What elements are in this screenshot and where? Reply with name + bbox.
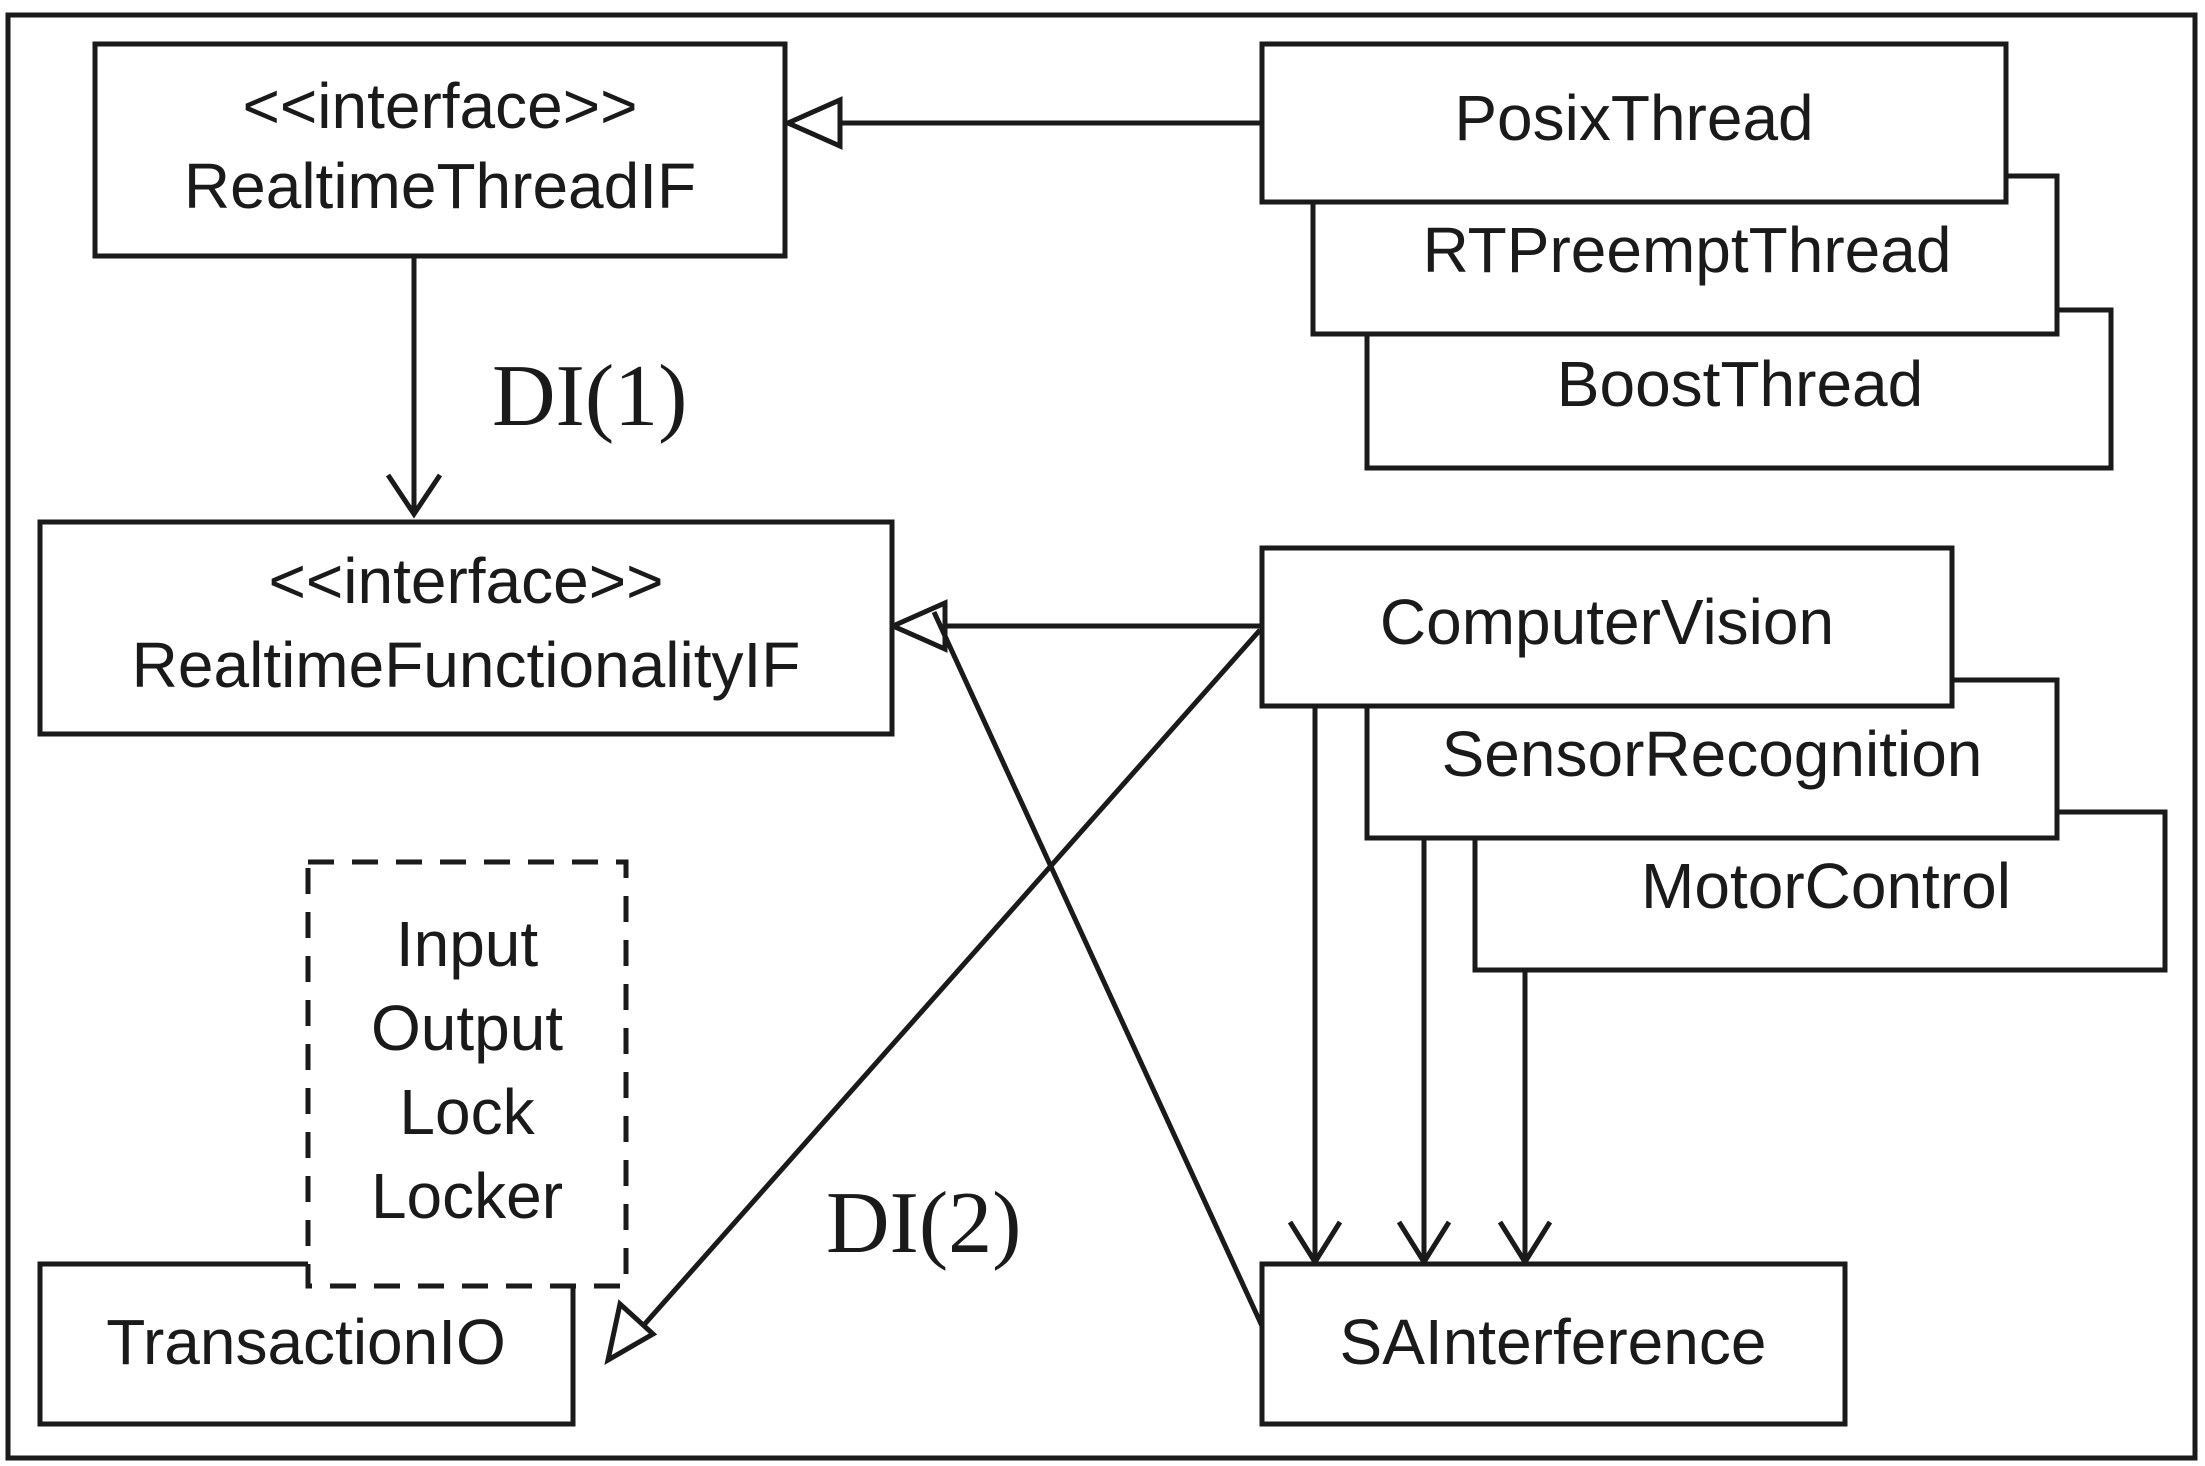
hollow-arrowhead-icon xyxy=(886,599,948,653)
class-name-label: PosixThread xyxy=(1454,82,1813,154)
class-name-label: BoostThread xyxy=(1557,348,1923,420)
note-line-input: Input xyxy=(396,908,539,980)
class-sa-interference[interactable]: SAInterference xyxy=(1259,1261,1848,1427)
class-name-label: ComputerVision xyxy=(1380,586,1834,658)
hollow-arrowhead-icon xyxy=(604,1299,658,1365)
class-name-label: SAInterference xyxy=(1340,1306,1767,1378)
stereotype-label: <<interface>> xyxy=(269,545,664,617)
class-name-label: RTPreemptThread xyxy=(1423,214,1952,286)
class-realtime-functionality-if[interactable]: <<interface>> RealtimeFunctionalityIF xyxy=(37,519,895,737)
edge-di2 xyxy=(604,628,1262,1365)
edge-sa-interference-to-realtime-functionality-if xyxy=(931,610,1265,1328)
edge-computer-vision-to-realtime-functionality-if xyxy=(886,599,1262,653)
note-line-locker: Locker xyxy=(371,1160,563,1232)
class-computer-vision[interactable]: ComputerVision xyxy=(1259,545,1955,709)
class-name-label: RealtimeFunctionalityIF xyxy=(132,629,801,701)
class-posix-thread[interactable]: PosixThread xyxy=(1259,41,2009,205)
edge-di1 xyxy=(385,257,443,519)
di2-label: DI(2) xyxy=(826,1175,1021,1272)
hollow-arrowhead-icon xyxy=(781,96,843,150)
class-name-label: SensorRecognition xyxy=(1442,718,1983,790)
stereotype-label: <<interface>> xyxy=(243,70,638,142)
note-line-lock: Lock xyxy=(399,1076,535,1148)
class-transaction-io[interactable]: TransactionIO xyxy=(37,1261,576,1427)
class-realtime-thread-if[interactable]: <<interface>> RealtimeThreadIF xyxy=(92,41,788,259)
open-arrowhead-icon xyxy=(385,473,443,519)
edge-posix-to-realtime-thread-if xyxy=(781,96,1262,150)
class-name-label: TransactionIO xyxy=(106,1306,506,1378)
note-line-output: Output xyxy=(371,992,563,1064)
class-name-label: RealtimeThreadIF xyxy=(184,150,696,222)
di1-label: DI(1) xyxy=(492,348,687,445)
class-name-label: MotorControl xyxy=(1641,850,2011,922)
io-members-note: Input Output Lock Locker xyxy=(305,859,629,1289)
